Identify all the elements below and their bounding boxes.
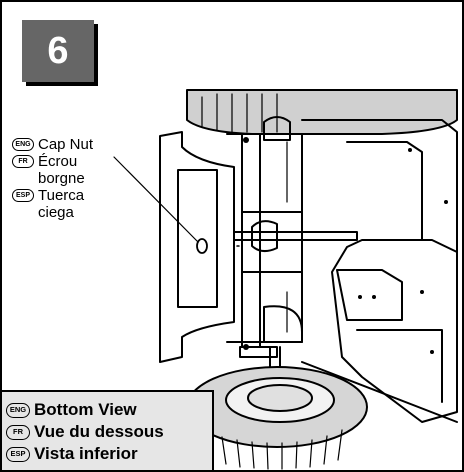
step-number-badge: 6 <box>22 20 94 82</box>
callout-esp-row: ESP Tuerca <box>12 187 93 204</box>
view-label-box: ENG Bottom View FR Vue du dessous ESP Vi… <box>2 390 214 470</box>
view-eng-text: Bottom View <box>34 400 137 419</box>
wheel-icon <box>186 366 368 470</box>
callout-esp-text-1: Tuerca <box>38 187 85 204</box>
cap-nut-callout: ENG Cap Nut FR Écrou borgne ESP Tuerca c… <box>12 136 93 221</box>
cap-nut-icon <box>196 238 208 254</box>
callout-eng-row: ENG Cap Nut <box>12 136 93 153</box>
spanish-language-icon: ESP <box>12 189 34 202</box>
french-language-icon: FR <box>6 424 30 440</box>
tire-icon <box>186 89 458 135</box>
english-language-icon: ENG <box>12 138 34 151</box>
view-fr-row: FR Vue du dessous <box>6 421 212 443</box>
callout-fr-row: FR Écrou <box>12 153 93 170</box>
callout-esp-text-2: ciega <box>38 204 74 221</box>
callout-fr-text-2: borgne <box>38 170 85 187</box>
french-language-icon: FR <box>12 155 34 168</box>
callout-fr-text-1: Écrou <box>38 153 78 170</box>
view-esp-row: ESP Vista inferior <box>6 443 212 465</box>
callout-eng-text: Cap Nut <box>38 136 94 153</box>
spanish-language-icon: ESP <box>6 446 30 462</box>
view-esp-text: Vista inferior <box>34 444 138 463</box>
view-fr-text: Vue du dessous <box>34 422 164 441</box>
view-eng-row: ENG Bottom View <box>6 399 212 421</box>
english-language-icon: ENG <box>6 402 30 418</box>
